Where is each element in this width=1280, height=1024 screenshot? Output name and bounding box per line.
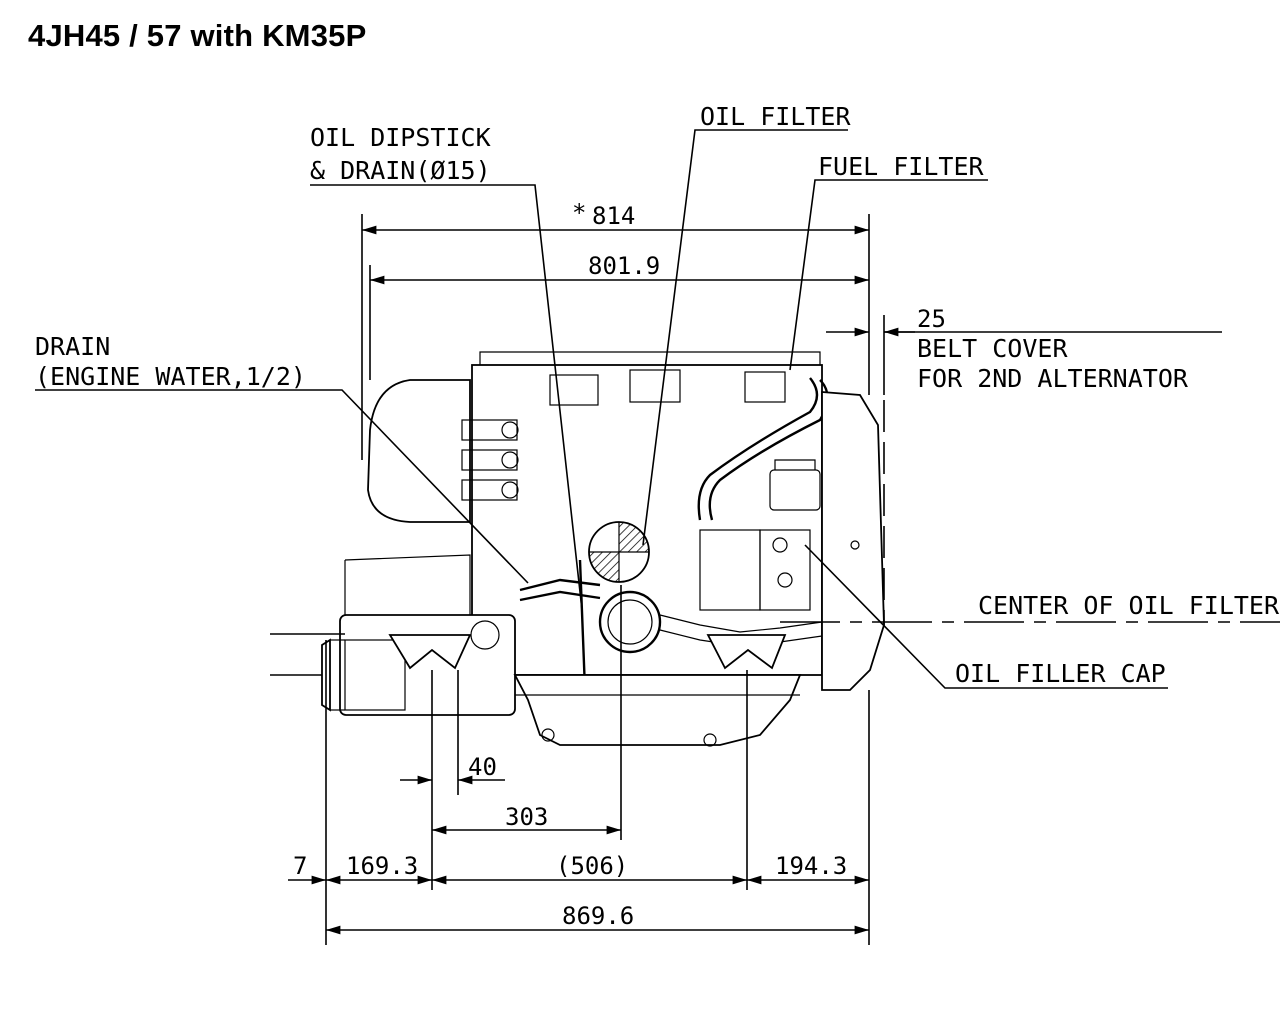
- oil-filler-cap-label: OIL FILLER CAP: [955, 659, 1166, 688]
- dim-40: 40: [468, 753, 497, 781]
- belt-cover-label-1: BELT COVER: [917, 334, 1068, 363]
- drain-label-2: (ENGINE WATER,1/2): [35, 362, 306, 391]
- dim-25: 25: [917, 305, 946, 333]
- oil-filter-callout: OIL FILTER: [642, 102, 851, 546]
- dim-7: 7: [293, 852, 307, 880]
- fuel-filter-label: FUEL FILTER: [818, 152, 985, 181]
- oil-dipstick-label-1: OIL DIPSTICK: [310, 123, 491, 152]
- center-oil-filter-label: CENTER OF OIL FILTER: [978, 591, 1280, 620]
- drain-label-1: DRAIN: [35, 332, 110, 361]
- oil-dipstick-label-2: & DRAIN(Ø15): [310, 156, 491, 185]
- belt-cover-label-2: FOR 2ND ALTERNATOR: [917, 364, 1189, 393]
- extension-lines: [270, 214, 885, 945]
- oil-filter-label: OIL FILTER: [700, 102, 851, 131]
- dim-194-3: 194.3: [775, 852, 847, 880]
- dim-869-6: 869.6: [562, 902, 634, 930]
- page-title: 4JH45 / 57 with KM35P: [28, 18, 367, 53]
- oil-dipstick-callout: OIL DIPSTICK & DRAIN(Ø15): [310, 123, 583, 611]
- center-oil-filter-callout: CENTER OF OIL FILTER: [780, 591, 1280, 623]
- drain-callout: DRAIN (ENGINE WATER,1/2): [35, 332, 529, 584]
- dim-801-9: 801.9: [588, 252, 660, 280]
- engine-body: [321, 351, 885, 747]
- dim-506: (506): [556, 852, 628, 880]
- dim-814-mark: *: [572, 199, 586, 227]
- dimensions: * 814 801.9 40 303 7 169.3 (506) 194.3 8…: [288, 199, 869, 935]
- fuel-filter-callout: FUEL FILTER: [789, 152, 988, 371]
- belt-cover-callout: BELT COVER FOR 2ND ALTERNATOR 25: [826, 305, 1222, 393]
- dim-169-3: 169.3: [346, 852, 418, 880]
- oil-filler-cap-callout: OIL FILLER CAP: [804, 544, 1168, 689]
- dim-814: 814: [592, 202, 635, 230]
- dim-303: 303: [505, 803, 548, 831]
